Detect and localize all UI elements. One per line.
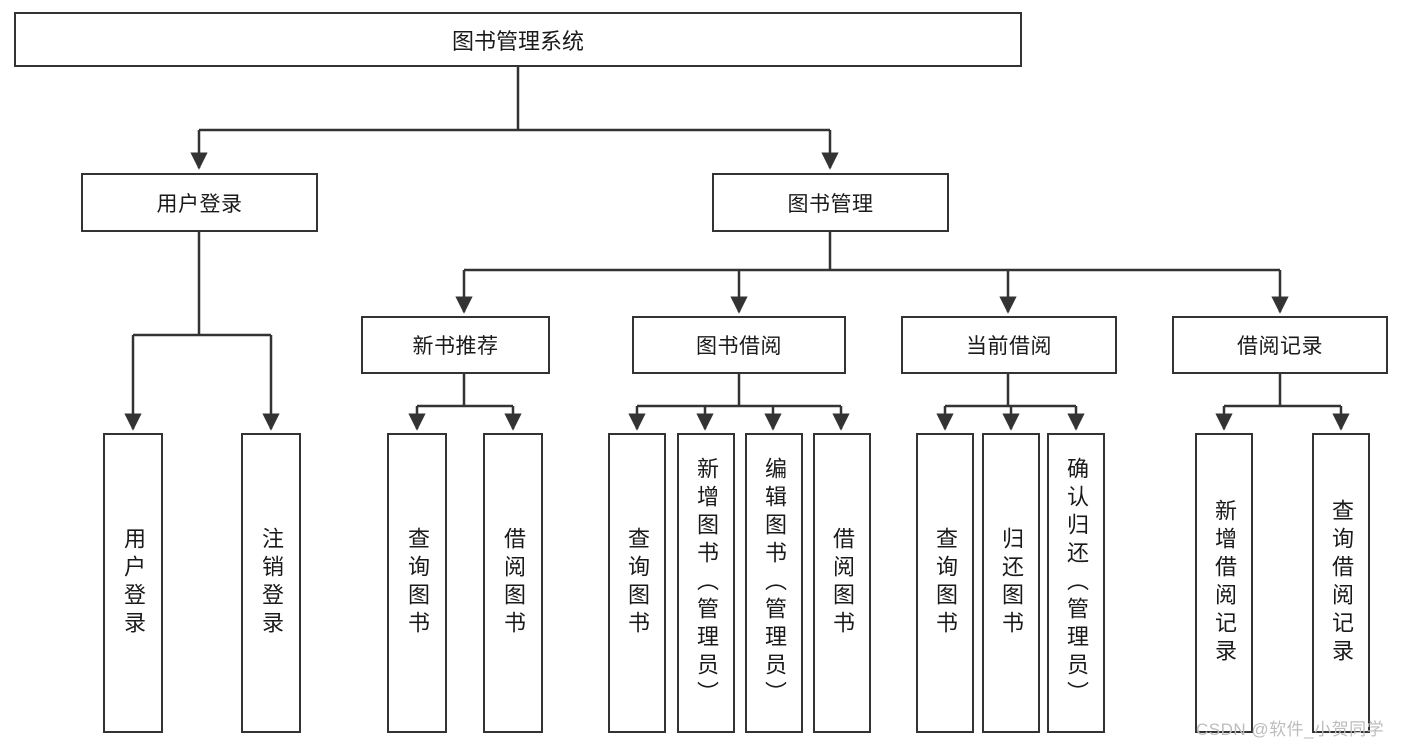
node-book-manage-label: 图书管理: [787, 192, 874, 216]
node-leaf-confirm-return[interactable]: 确认归还（管理员）: [1047, 433, 1105, 733]
node-borrow-record[interactable]: 借阅记录: [1172, 316, 1388, 374]
node-book-borrow-label: 图书借阅: [696, 335, 782, 358]
node-leaf-edit-book[interactable]: 编辑图书（管理员）: [745, 433, 803, 733]
node-leaf-return-book[interactable]: 归还图书: [982, 433, 1040, 733]
node-new-book-recommend-label: 新书推荐: [412, 335, 499, 358]
node-leaf-query-record[interactable]: 查询借阅记录: [1312, 433, 1370, 733]
node-leaf-query-record-label: 查询借阅记录: [1329, 499, 1354, 667]
node-book-manage[interactable]: 图书管理: [712, 173, 949, 232]
node-leaf-query-book-2[interactable]: 查询图书: [608, 433, 666, 733]
node-borrow-record-label: 借阅记录: [1237, 335, 1323, 358]
node-leaf-borrow-book-1-label: 借阅图书: [501, 527, 526, 639]
node-leaf-return-book-label: 归还图书: [999, 527, 1024, 639]
node-root-label: 图书管理系统: [451, 28, 584, 54]
node-leaf-query-book-1[interactable]: 查询图书: [387, 433, 447, 733]
node-leaf-borrow-book-2-label: 借阅图书: [830, 527, 855, 639]
node-leaf-borrow-book-1[interactable]: 借阅图书: [483, 433, 543, 733]
node-leaf-logout[interactable]: 注销登录: [241, 433, 301, 733]
node-leaf-edit-book-label: 编辑图书（管理员）: [762, 457, 787, 709]
node-leaf-query-book-2-label: 查询图书: [625, 527, 650, 639]
node-user-login-label: 用户登录: [156, 192, 243, 216]
node-leaf-add-book-label: 新增图书（管理员）: [694, 457, 719, 709]
node-book-borrow[interactable]: 图书借阅: [632, 316, 846, 374]
node-user-login[interactable]: 用户登录: [81, 173, 318, 232]
node-leaf-confirm-return-label: 确认归还（管理员）: [1064, 457, 1089, 709]
node-leaf-borrow-book-2[interactable]: 借阅图书: [813, 433, 871, 733]
node-current-borrow[interactable]: 当前借阅: [901, 316, 1117, 374]
node-current-borrow-label: 当前借阅: [966, 335, 1052, 358]
node-leaf-query-book-3[interactable]: 查询图书: [916, 433, 974, 733]
node-leaf-add-record[interactable]: 新增借阅记录: [1195, 433, 1253, 733]
node-leaf-query-book-1-label: 查询图书: [405, 527, 430, 639]
node-leaf-add-book[interactable]: 新增图书（管理员）: [677, 433, 735, 733]
node-leaf-logout-label: 注销登录: [259, 527, 284, 639]
node-leaf-add-record-label: 新增借阅记录: [1212, 499, 1237, 667]
node-root[interactable]: 图书管理系统: [14, 12, 1022, 67]
node-leaf-query-book-3-label: 查询图书: [933, 527, 958, 639]
node-leaf-user-login[interactable]: 用户登录: [103, 433, 163, 733]
node-new-book-recommend[interactable]: 新书推荐: [361, 316, 550, 374]
node-leaf-user-login-label: 用户登录: [121, 527, 146, 639]
